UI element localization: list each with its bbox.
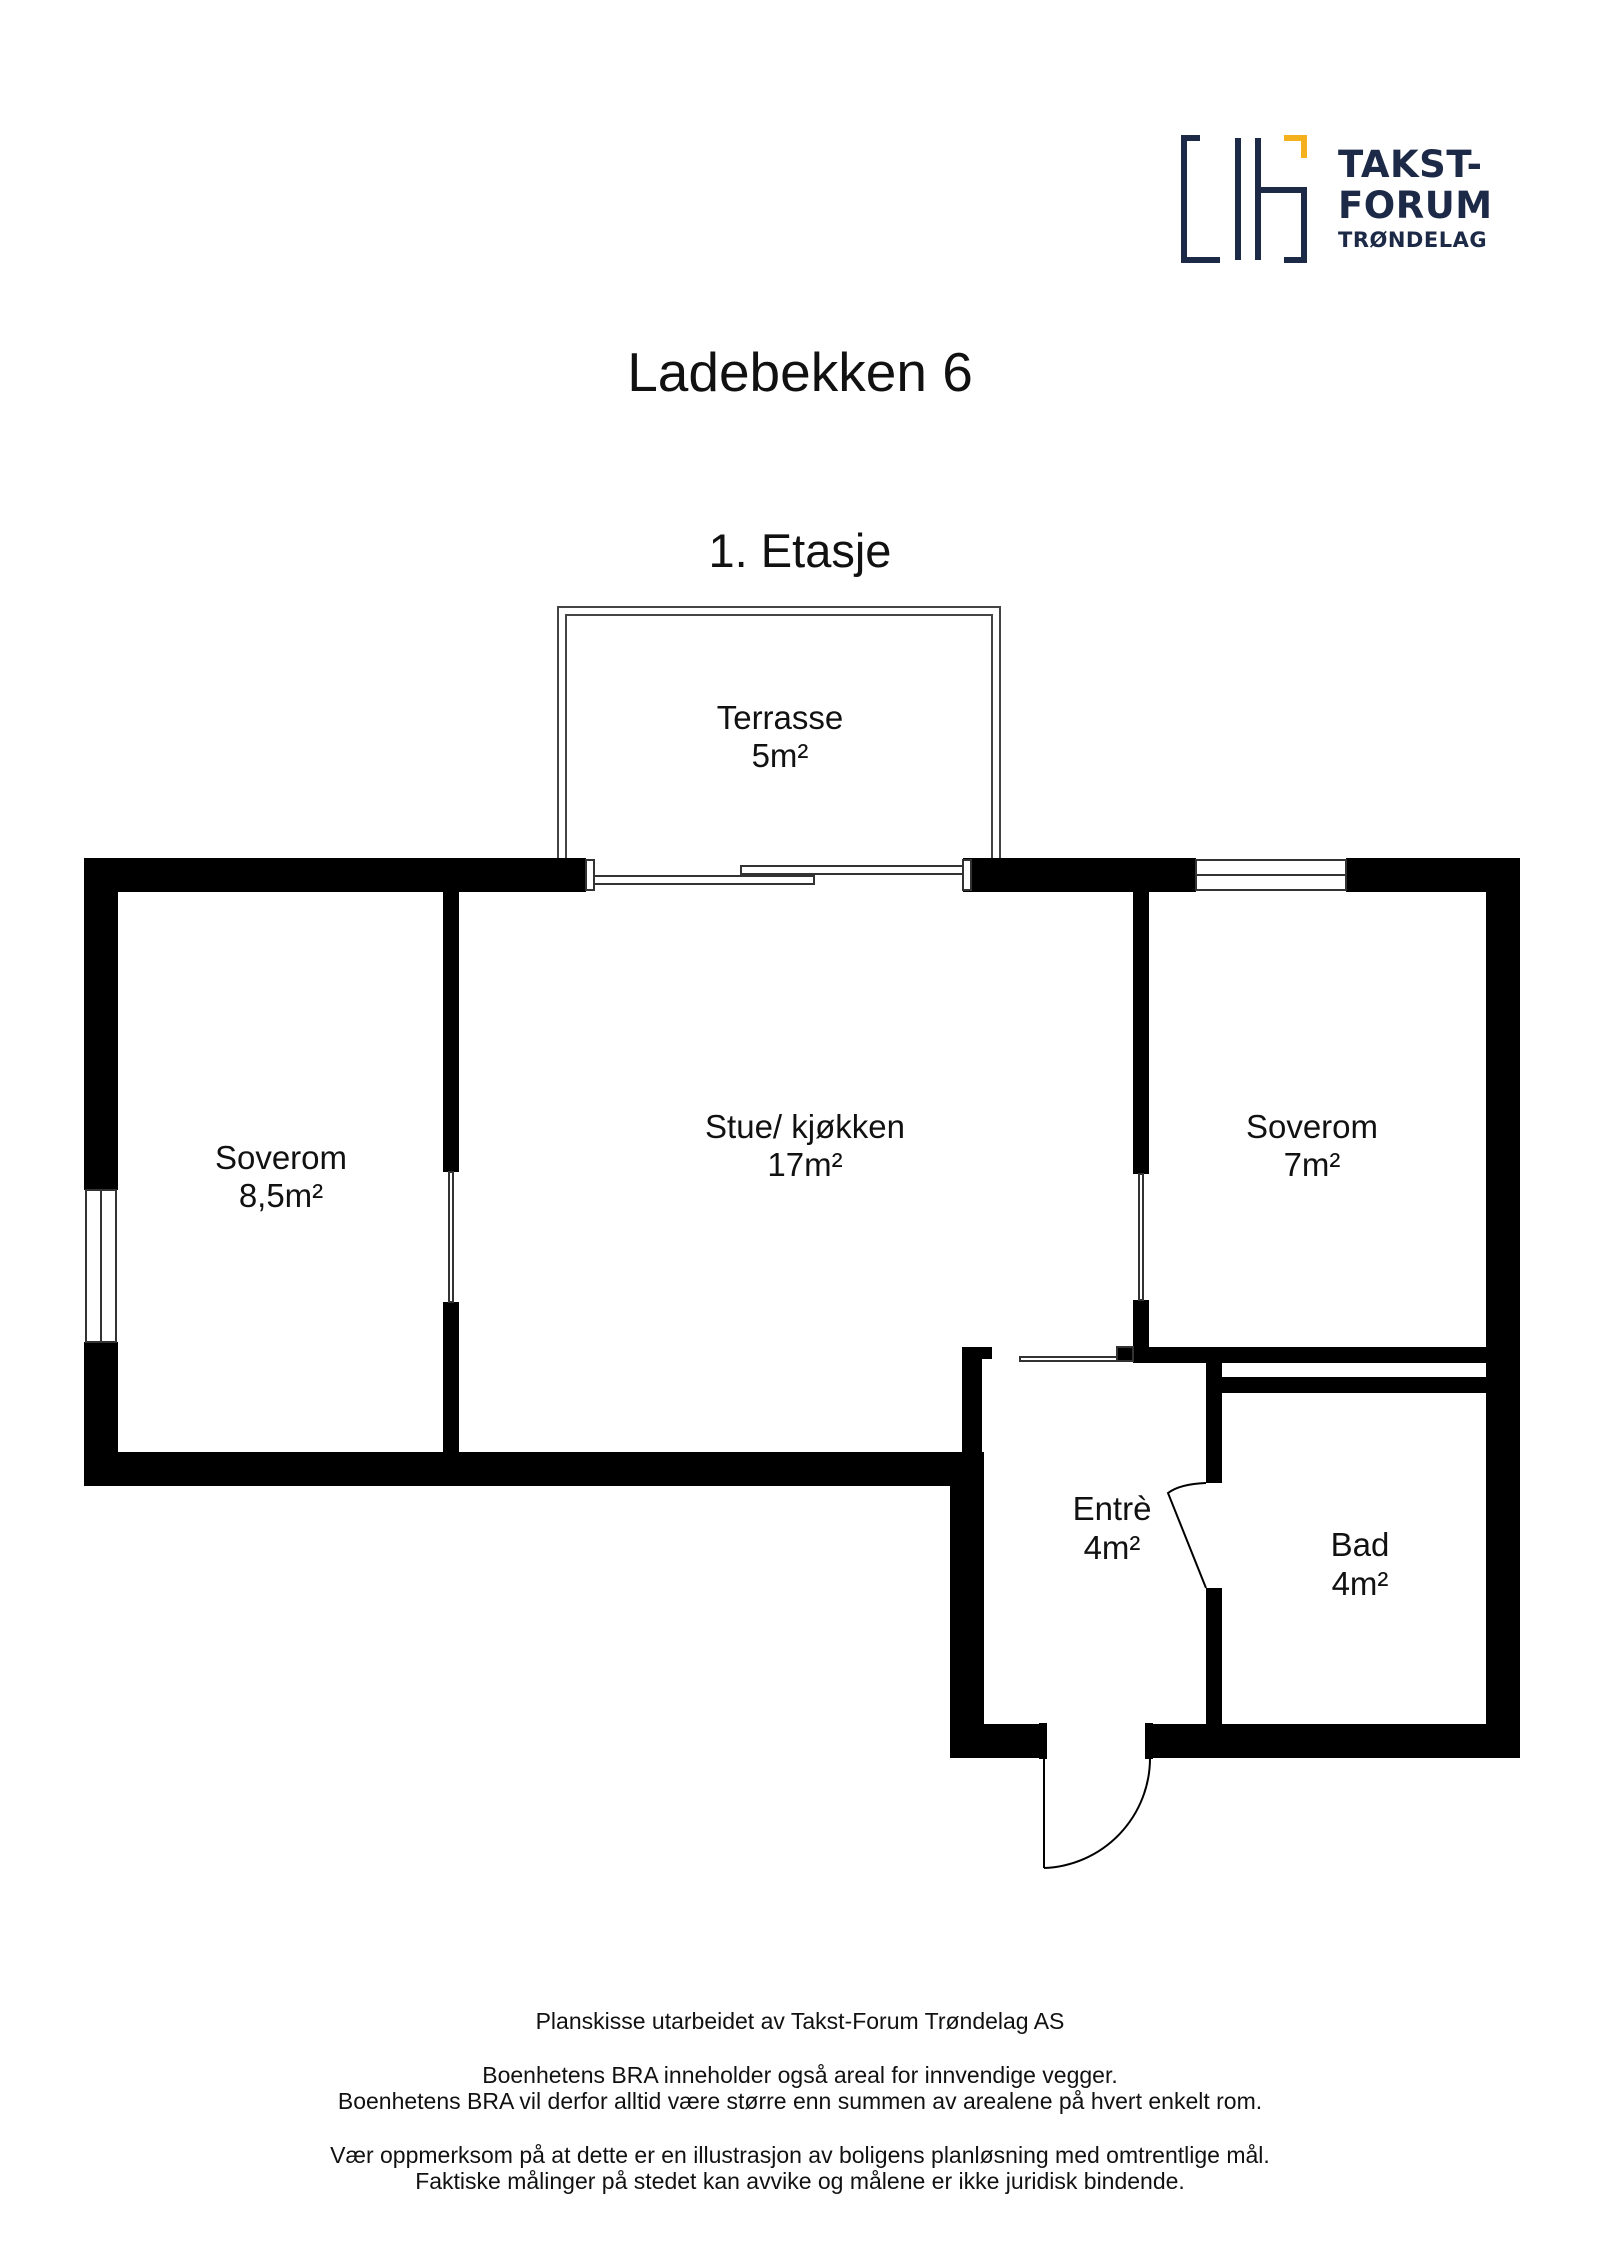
floor-title: 1. Etasje (708, 524, 892, 577)
logo-gold-arm (1284, 135, 1307, 158)
wall-bottom-a (950, 1724, 1040, 1758)
logo-line-1: TAKST- (1338, 143, 1483, 186)
wall-top-left (84, 858, 586, 892)
wall-right (1486, 858, 1520, 1758)
footer-line-2: Boenhetens BRA inneholder også areal for… (482, 2062, 1118, 2088)
entre-name: Entrè (1073, 1490, 1152, 1527)
wall-bottom-b (1150, 1724, 1520, 1758)
terrace (557, 606, 1001, 858)
soverom-right-name: Soverom (1246, 1108, 1378, 1145)
footer-line-3: Boenhetens BRA vil derfor alltid være st… (337, 2088, 1263, 2114)
logo-line-3: TRØNDELAG (1338, 228, 1488, 252)
wall-bad-left-a (1206, 1363, 1222, 1483)
wall-entry-left-upper (962, 1347, 982, 1459)
takst-forum-logo (1181, 135, 1307, 263)
room-labels: Terrasse 5m² Stue/ kjøkken 17m² Soverom … (215, 699, 1389, 1602)
logo-bracket-left (1181, 135, 1200, 263)
entre-area: 4m² (1084, 1529, 1141, 1566)
bad-name: Bad (1331, 1526, 1390, 1563)
logo-f-shape (1258, 187, 1307, 263)
wall-bad-left-b (1206, 1588, 1222, 1728)
wall-left-a (84, 858, 118, 1190)
partition-right-a (1133, 892, 1149, 1174)
footer-line-4: Vær oppmerksom på at dette er en illustr… (330, 2142, 1270, 2168)
walls (84, 858, 1520, 1758)
soverom-left-name: Soverom (215, 1139, 347, 1176)
terrasse-name: Terrasse (717, 699, 844, 736)
wall-top-right-a (963, 858, 1196, 892)
stue-area: 17m² (767, 1146, 842, 1183)
footer-line-5: Faktiske målinger på stedet kan avvike o… (415, 2168, 1185, 2194)
soverom-right-area: 7m² (1284, 1146, 1341, 1183)
soverom-left-area: 8,5m² (239, 1177, 323, 1214)
wall-bottom-left (84, 1452, 984, 1486)
partition-left-b (443, 1302, 459, 1452)
swing-doors (1039, 1482, 1207, 1869)
logo-text: TAKST- FORUM TRØNDELAG (1338, 146, 1493, 251)
wall-entry-stub (962, 1347, 992, 1359)
footer-line-1: Planskisse utarbeidet av Takst-Forum Trø… (535, 2008, 1065, 2034)
footer-notes: Planskisse utarbeidet av Takst-Forum Trø… (0, 2008, 1600, 2194)
terrasse-area: 5m² (752, 737, 809, 774)
wall-bedroom-bad (1133, 1347, 1520, 1363)
wall-entry-left (950, 1452, 984, 1758)
bad-area: 4m² (1332, 1565, 1389, 1602)
partition-right-b (1133, 1300, 1149, 1360)
wall-bad-top (1212, 1377, 1520, 1393)
stue-name: Stue/ kjøkken (705, 1108, 905, 1145)
windows (85, 859, 1347, 1343)
sliding-doors (448, 859, 1144, 1362)
page-title: Ladebekken 6 (627, 341, 973, 403)
logo-line-2: FORUM (1338, 184, 1493, 227)
partition-left-a (443, 892, 459, 1172)
